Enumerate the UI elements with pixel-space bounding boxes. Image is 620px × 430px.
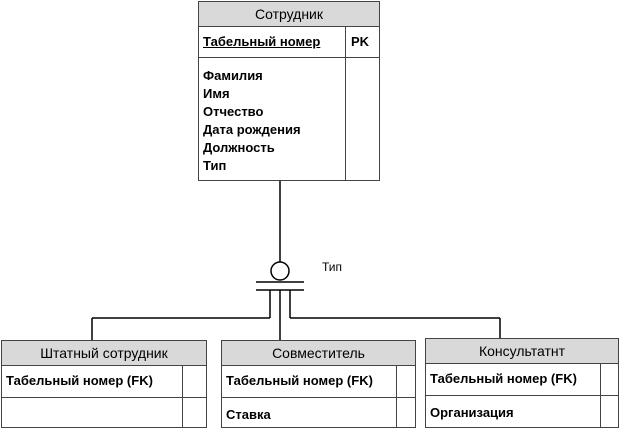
attribute: Тип	[203, 158, 227, 173]
entity-title: Сотрудник	[199, 2, 379, 27]
key-separator	[426, 395, 618, 396]
key-separator	[222, 397, 415, 398]
key-divider	[396, 366, 397, 427]
entity-title: Штатный сотрудник	[2, 341, 206, 366]
discriminator-label: Тип	[322, 260, 343, 274]
entity-staff-employee[interactable]: Штатный сотрудник Табельный номер (FK)	[1, 340, 207, 428]
entity-title: Совместитель	[222, 341, 415, 366]
entity-consultant[interactable]: Консультатнт Табельный номер (FK) Органи…	[425, 338, 619, 428]
fk-attribute: Табельный номер (FK)	[430, 371, 577, 386]
entity-title: Консультатнт	[426, 339, 618, 364]
pk-separator	[199, 57, 379, 58]
category-circle	[270, 261, 290, 281]
key-separator	[2, 397, 206, 398]
pk-label: PK	[351, 34, 370, 49]
attribute: Имя	[203, 86, 230, 101]
attribute: Дата рождения	[203, 122, 301, 137]
entity-part-timer[interactable]: Совместитель Табельный номер (FK) Ставка	[221, 340, 416, 428]
attribute: Организация	[430, 405, 514, 420]
pk-divider	[345, 27, 346, 180]
fk-attribute: Табельный номер (FK)	[6, 373, 153, 388]
attribute: Должность	[203, 140, 275, 155]
pk-attribute: Табельный номер	[203, 34, 321, 49]
attribute: Ставка	[226, 407, 271, 422]
fk-attribute: Табельный номер (FK)	[226, 373, 373, 388]
key-divider	[182, 366, 183, 427]
attribute: Фамилия	[203, 68, 263, 83]
entity-employee[interactable]: Сотрудник Табельный номер PK Фамилия Имя…	[198, 1, 380, 181]
attribute: Отчество	[203, 104, 264, 119]
